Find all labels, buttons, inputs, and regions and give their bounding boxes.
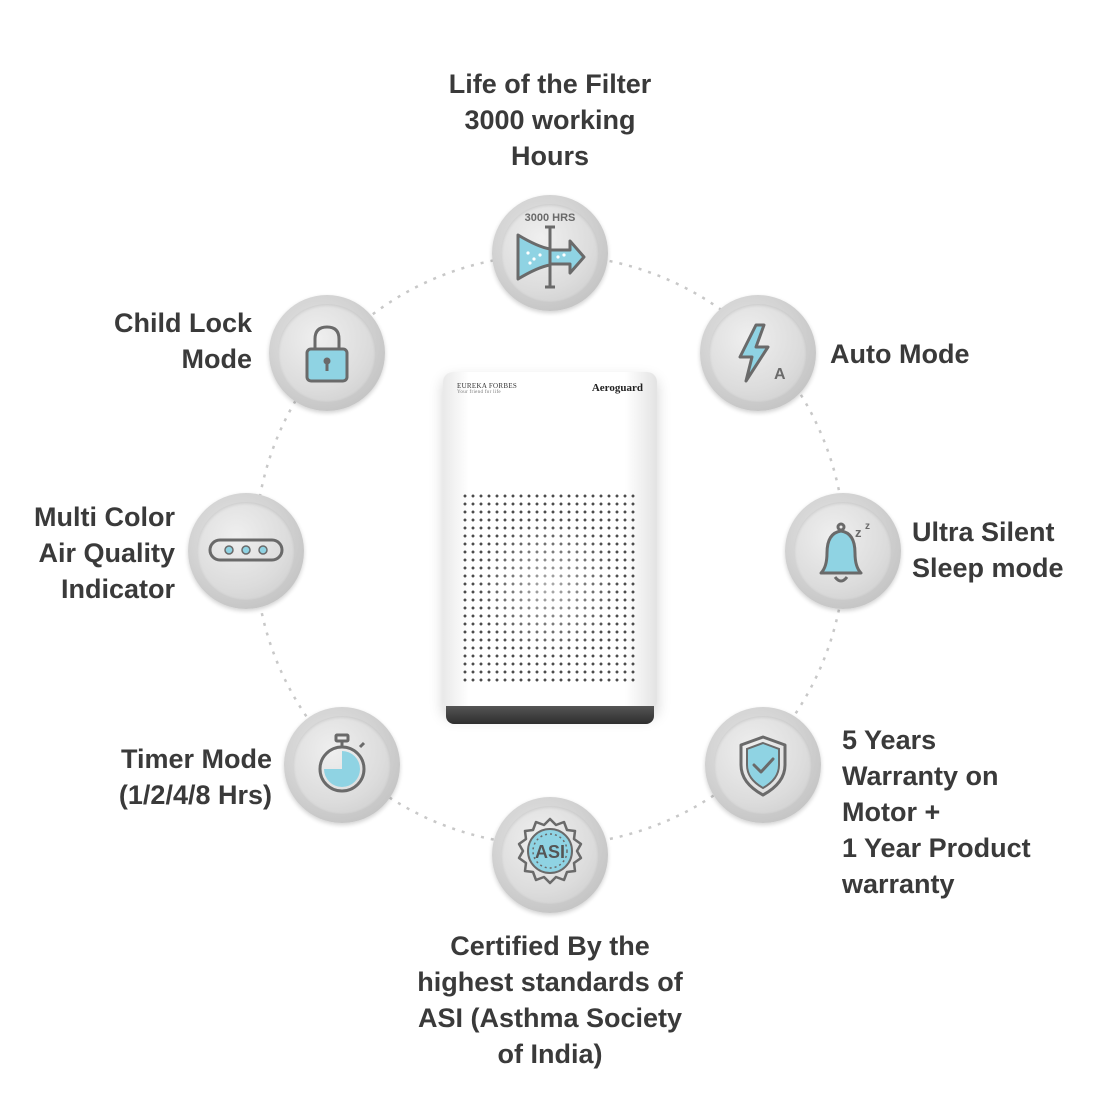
eureka-forbes-logo: EUREKA FORBES Your friend for life [457,382,517,395]
filter-airflow-icon: 3000 HRS [516,212,586,289]
asi-line-4: of India) [497,1039,603,1069]
indicator-line-2: Air Quality [38,538,175,568]
filter-life-label: Life of the Filter 3000 working Hours [400,66,700,174]
filter-line-2: 3000 working [464,105,636,135]
asi-label: Certified By the highest standards of AS… [380,928,720,1072]
filter-line-1: Life of the Filter [448,69,652,99]
warranty-line-5: warranty [842,869,955,899]
sleep-mode-badge: z z [785,493,901,609]
auto-mode-badge: A [700,295,816,411]
led-indicator-icon [208,538,284,562]
childlock-line-1: Child Lock [113,308,252,338]
auto-line-1: Auto Mode [830,339,970,369]
timer-mode-badge [284,707,400,823]
brand-tagline: Your friend for life [457,390,501,395]
child-lock-label: Child Lock Mode [60,305,252,377]
filter-line-3: Hours [510,141,589,171]
sleep-mode-label: Ultra Silent Sleep mode [912,514,1064,586]
lightning-auto-icon: A [738,323,786,383]
auto-icon-letter: A [774,366,786,383]
air-purifier-image: EUREKA FORBES Your friend for life Aerog… [443,372,657,724]
asi-line-2: highest standards of [417,967,683,997]
brand-left-text: EUREKA FORBES [457,382,518,390]
sleep-line-2: Sleep mode [912,553,1064,583]
grille-highlight [461,492,637,682]
warranty-line-4: 1 Year Product [842,833,1031,863]
aqi-indicator-label: Multi Color Air Quality Indicator [20,499,175,607]
aeroguard-logo: Aeroguard [591,382,643,394]
warranty-line-1: 5 Years [842,725,937,755]
childlock-line-2: Mode [181,344,253,374]
aqi-indicator-badge [188,493,304,609]
timer-line-1: Timer Mode [120,744,272,774]
asi-seal-icon: ASI [517,817,583,885]
warranty-label: 5 Years Warranty on Motor + 1 Year Produ… [842,722,1031,902]
svg-text:z: z [865,521,870,532]
indicator-line-3: Indicator [60,574,175,604]
warranty-line-2: Warranty on [842,761,999,791]
asi-line-3: ASI (Asthma Society [417,1003,683,1033]
svg-text:z: z [855,525,862,540]
shield-check-icon [739,735,787,797]
timer-mode-label: Timer Mode (1/2/4/8 Hrs) [40,741,272,813]
warranty-badge [705,707,821,823]
indicator-line-1: Multi Color [34,502,175,532]
bell-sleep-icon: z z [819,521,870,583]
filter-hours-icon-text: 3000 HRS [525,212,576,224]
asi-line-1: Certified By the [450,931,650,961]
asi-icon-text: ASI [535,842,565,862]
purifier-base [446,706,654,724]
padlock-icon [305,325,349,383]
timer-line-2: (1/2/4/8 Hrs) [118,780,272,810]
sleep-line-1: Ultra Silent [912,517,1055,547]
auto-mode-label: Auto Mode [830,336,969,372]
child-lock-badge [269,295,385,411]
warranty-line-3: Motor + [842,797,941,827]
filter-life-badge: 3000 HRS [492,195,608,311]
asi-badge: ASI [492,797,608,913]
stopwatch-icon [318,733,366,793]
